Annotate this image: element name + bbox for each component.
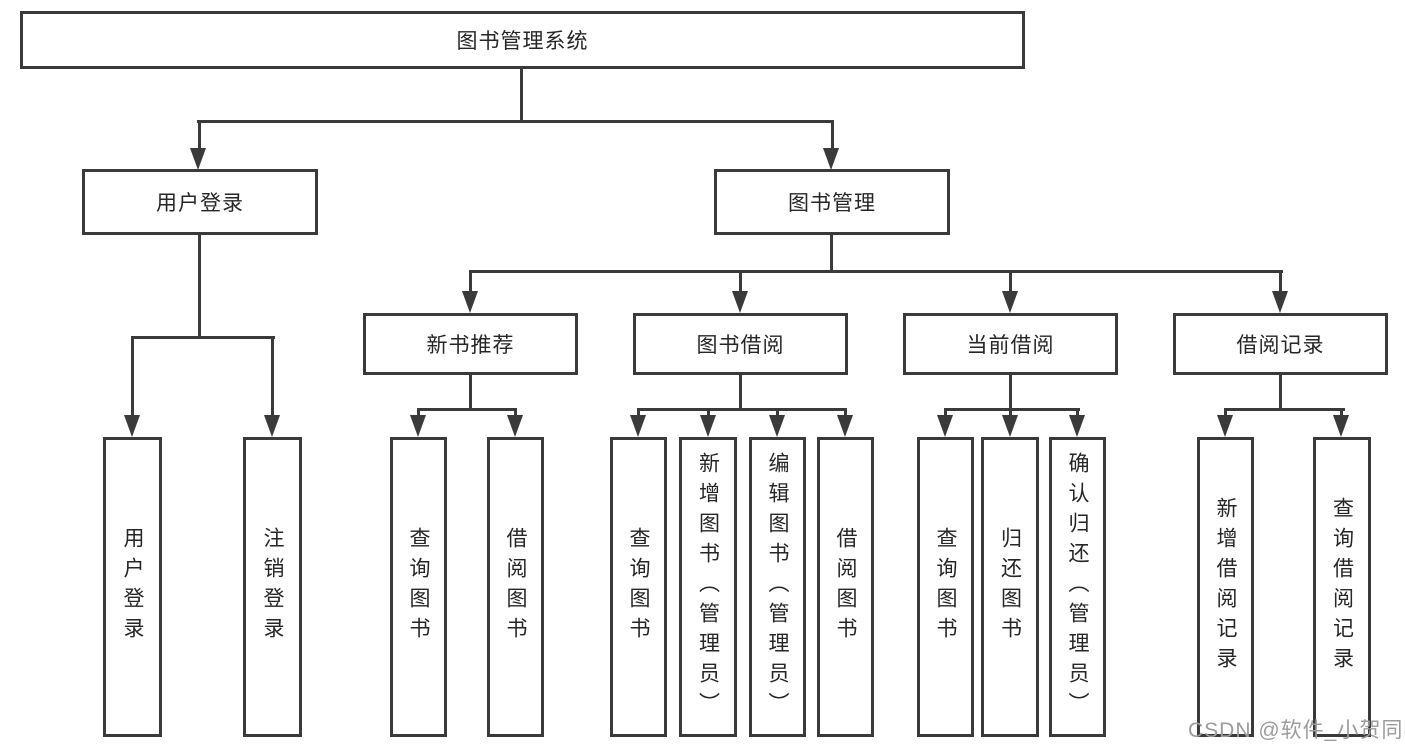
arrow-down-icon (507, 415, 523, 437)
connector-line (637, 408, 640, 417)
leaf-label: 查询借阅记录 (1330, 497, 1354, 677)
connector-line (197, 120, 834, 123)
connector-line (830, 235, 833, 273)
arrow-down-icon (1333, 415, 1349, 437)
leaf-logout: 注销登录 (243, 437, 302, 737)
connector-line (1279, 375, 1282, 411)
node-label: 新书推荐 (426, 334, 515, 357)
connector-line (469, 270, 1283, 273)
connector-line (637, 408, 847, 411)
leaf-label: 编辑图书（管理员） (766, 452, 789, 722)
arrow-down-icon (732, 291, 748, 313)
leaf-label: 新增图书（管理员） (696, 452, 720, 722)
connector-line (739, 375, 742, 411)
leaf-label: 归还图书 (998, 527, 1022, 647)
connector-line (1076, 408, 1079, 417)
arrow-down-icon (462, 291, 478, 313)
arrow-down-icon (1217, 415, 1233, 437)
arrow-down-icon (124, 415, 140, 437)
arrow-down-icon (1272, 291, 1288, 313)
leaf-query-borrow-record: 查询借阅记录 (1313, 437, 1371, 737)
leaf-borrow-books-recommend: 借阅图书 (487, 437, 544, 737)
arrow-down-icon (630, 415, 646, 437)
connector-line (707, 408, 710, 417)
connector-line (469, 270, 472, 293)
leaf-label: 借阅图书 (504, 527, 527, 647)
leaf-label: 注销登录 (261, 527, 284, 647)
arrow-down-icon (700, 415, 716, 437)
csdn-watermark: CSDN @软件_小贺同学 (1188, 719, 1405, 742)
arrow-down-icon (1069, 415, 1085, 437)
node-new-book-recommend: 新书推荐 (363, 313, 578, 375)
node-label: 借阅记录 (1236, 334, 1325, 357)
connector-line (198, 235, 201, 336)
leaf-user-login: 用户登录 (103, 437, 162, 737)
connector-line (271, 336, 274, 416)
connector-line (131, 336, 134, 416)
leaf-add-borrow-record: 新增借阅记录 (1197, 437, 1254, 737)
leaf-label: 查询图书 (934, 527, 957, 647)
leaf-label: 用户登录 (121, 527, 144, 647)
connector-line (1340, 408, 1343, 417)
node-label: 用户登录 (156, 192, 244, 215)
node-book-borrowing: 图书借阅 (633, 313, 848, 375)
node-library-management-system: 图书管理系统 (20, 11, 1025, 69)
connector-line (198, 120, 201, 150)
connector-line (944, 408, 1080, 411)
connector-line (1279, 270, 1282, 293)
arrow-down-icon (264, 415, 280, 437)
connector-line (844, 408, 847, 417)
leaf-edit-book-admin: 编辑图书（管理员） (749, 437, 806, 737)
node-label: 图书借阅 (696, 334, 785, 357)
connector-line (1224, 408, 1227, 417)
leaf-confirm-return-admin: 确认归还（管理员） (1049, 437, 1106, 737)
connector-line (1224, 408, 1345, 411)
leaf-label: 借阅图书 (834, 527, 857, 647)
leaf-return-book: 归还图书 (981, 437, 1039, 737)
connector-line (417, 408, 420, 417)
node-current-borrowing: 当前借阅 (903, 313, 1118, 375)
leaf-query-books-borrowing: 查询图书 (610, 437, 667, 737)
connector-line (514, 408, 517, 417)
leaf-borrow-books-borrowing: 借阅图书 (817, 437, 874, 737)
node-label: 图书管理 (788, 192, 876, 215)
arrow-down-icon (937, 415, 953, 437)
leaf-query-books-recommend: 查询图书 (390, 437, 447, 737)
leaf-label: 确认归还（管理员） (1066, 452, 1089, 722)
connector-line (1009, 375, 1012, 411)
arrow-down-icon (1002, 415, 1018, 437)
node-book-management: 图书管理 (714, 169, 950, 235)
arrow-down-icon (410, 415, 426, 437)
leaf-add-book-admin: 新增图书（管理员） (679, 437, 737, 737)
connector-line (520, 66, 523, 120)
node-borrowing-records: 借阅记录 (1173, 313, 1388, 375)
connector-line (469, 375, 472, 411)
connector-line (1009, 270, 1012, 293)
leaf-label: 查询图书 (627, 527, 650, 647)
connector-line (776, 408, 779, 417)
connector-line (944, 408, 947, 417)
arrow-down-icon (1002, 291, 1018, 313)
node-label: 当前借阅 (966, 334, 1055, 357)
leaf-query-books-current: 查询图书 (917, 437, 974, 737)
leaf-label: 查询图书 (407, 527, 430, 647)
arrow-down-icon (769, 415, 785, 437)
connector-line (739, 270, 742, 293)
connector-line (417, 408, 517, 411)
node-user-login: 用户登录 (82, 169, 318, 235)
connector-line (131, 336, 275, 339)
connector-line (831, 120, 834, 150)
arrow-down-icon (190, 148, 206, 170)
connector-line (1009, 408, 1012, 417)
arrow-down-icon (823, 148, 839, 170)
arrow-down-icon (837, 415, 853, 437)
node-label: 图书管理系统 (456, 30, 589, 53)
leaf-label: 新增借阅记录 (1214, 497, 1237, 677)
